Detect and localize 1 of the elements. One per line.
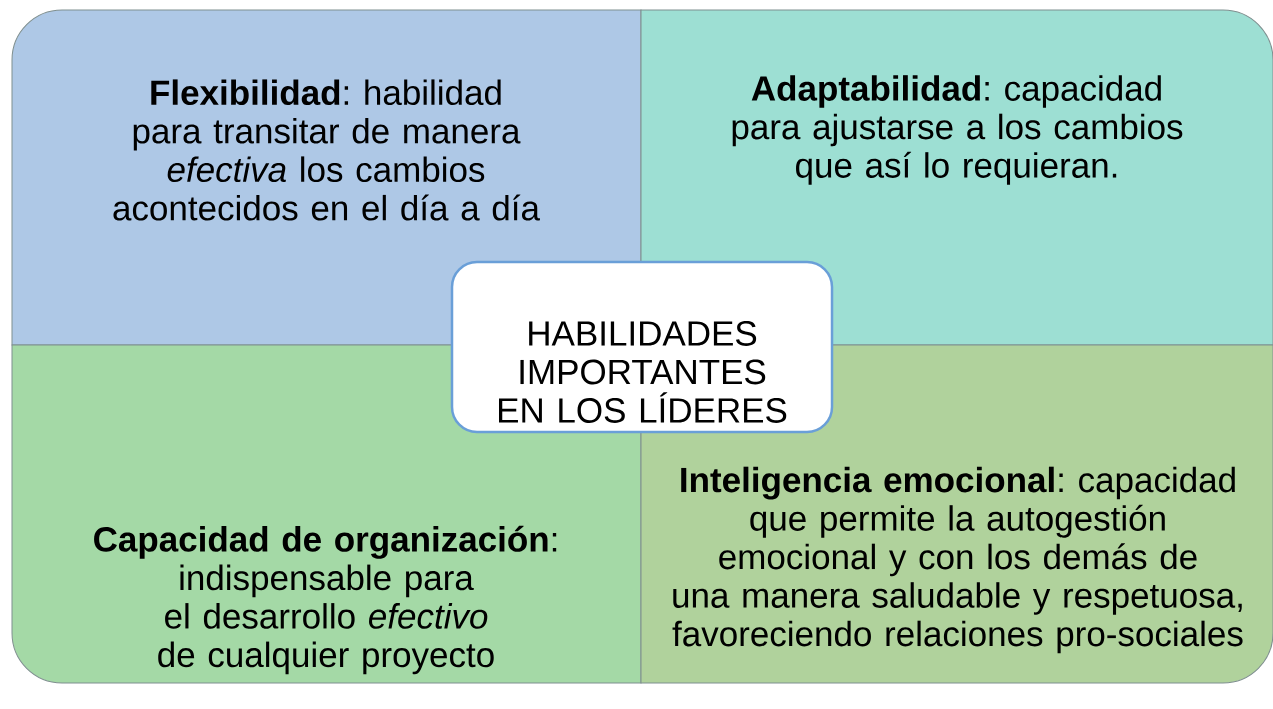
title-box: HABILIDADES IMPORTANTES EN LOS LÍDERES bbox=[450, 260, 834, 434]
